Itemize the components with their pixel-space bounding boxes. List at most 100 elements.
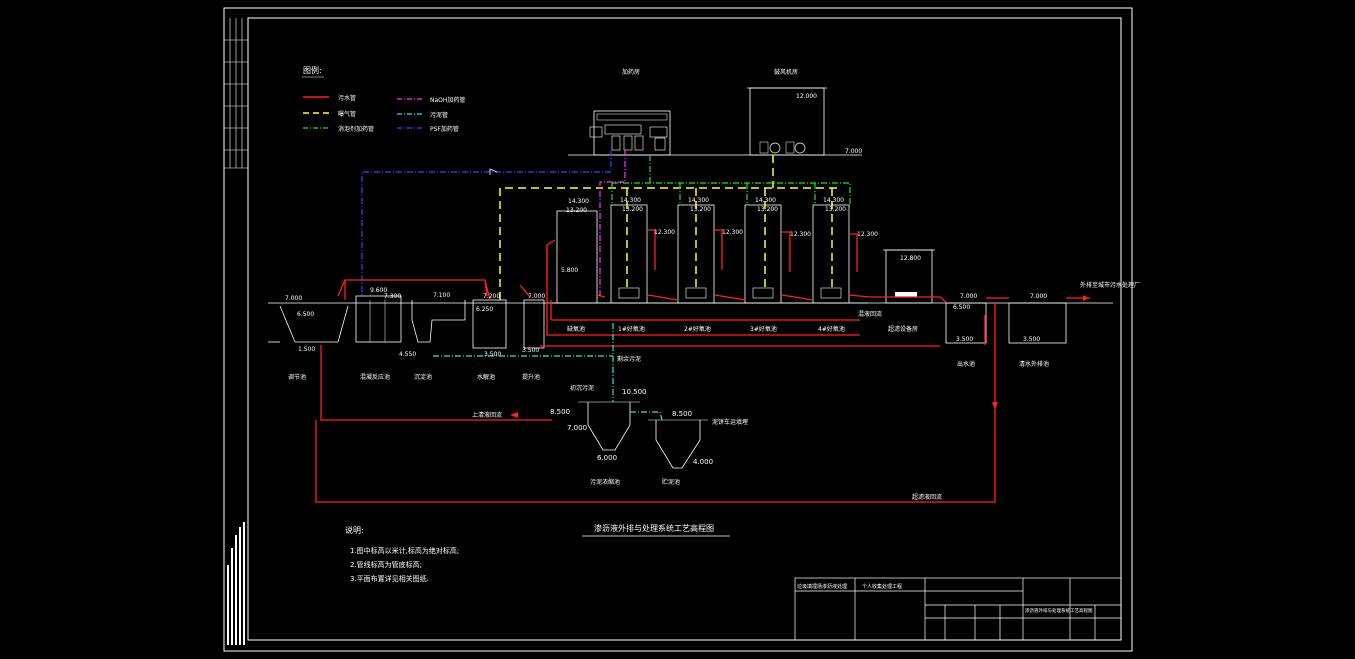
label-anoxic: 缺氧池 xyxy=(567,325,585,333)
label-sludge-storage: 贮泥池 xyxy=(662,478,680,486)
dosing-room-label: 加药房 xyxy=(622,68,640,76)
elevation-labels: 7.000 6.500 1.500 9.600 7.300 7.100 4.55… xyxy=(285,197,1047,466)
title-block-project: 个人收集处理工程 xyxy=(862,583,902,590)
sheet-outer-border xyxy=(223,7,1133,652)
label-aerobic-3: 3#好氧池 xyxy=(750,325,777,333)
sludge-storage-outline xyxy=(655,420,701,469)
elev-anoxic-water: 13.200 xyxy=(566,207,587,214)
elev-thickener-water: 8.500 xyxy=(550,408,570,416)
label-sed-pool: 沉淀池 xyxy=(414,373,432,381)
legend-heading: 图例: xyxy=(303,65,322,75)
label-outlet-pool: 出水池 xyxy=(957,360,975,368)
notes-heading: 说明: xyxy=(345,525,364,535)
uf-unit xyxy=(895,292,917,297)
elev-sed: 7.100 xyxy=(433,292,450,299)
label-aerobic-2: 2#好氧池 xyxy=(684,325,711,333)
title-block-company: 垃圾填埋场渗沥液处理 xyxy=(797,583,847,590)
elev-outlet-water: 6.500 xyxy=(953,304,970,311)
legend: 图例: 污水管 曝气管 消泡剂加药管 NaOH加药管 污泥管 PSF加药管 xyxy=(302,65,465,133)
elev-a3-top: 14.300 xyxy=(755,197,776,204)
elev-regulating-water: 6.500 xyxy=(297,311,314,318)
blower-2-icon xyxy=(794,142,806,154)
elev-a3-inner: 12.300 xyxy=(790,231,811,238)
scale-bars xyxy=(227,522,245,645)
blower-room-elevation: 12.000 xyxy=(796,93,817,100)
sed-pool-outline xyxy=(411,300,466,343)
elev-a4-water: 13.200 xyxy=(825,206,846,213)
elev-outlet-bottom: 3.500 xyxy=(956,336,973,343)
title-block xyxy=(794,577,1122,641)
legend-label-sludge: 污泥管 xyxy=(430,111,448,119)
elev-hydro-bottom: 3.500 xyxy=(484,351,501,358)
sheet-inner-border xyxy=(247,17,1122,641)
legend-label-psf: PSF加药管 xyxy=(430,125,459,133)
dosing-room: 加药房 xyxy=(589,68,671,156)
elev-anoxic-top: 14.300 xyxy=(568,198,589,205)
regulating-pool xyxy=(268,305,349,343)
elev-uf-room: 12.800 xyxy=(900,255,921,262)
elev-storage-bottom: 4.000 xyxy=(693,458,713,466)
elev-a2-inner: 12.300 xyxy=(722,229,743,236)
diagram-title: 渗沥液外排与处理系统工艺高程图 xyxy=(594,523,714,533)
elev-a1-top: 14.300 xyxy=(620,197,641,204)
elev-hydro: 7.200 xyxy=(483,293,500,300)
clean-pool-outline xyxy=(1008,302,1067,344)
annotation-sludge-reflux: 剩余污泥 xyxy=(617,355,641,363)
blower-1-icon xyxy=(769,142,781,154)
coag-pool-outline xyxy=(355,295,402,343)
legend-label-defoamer: 消泡剂加药管 xyxy=(338,125,374,133)
label-thickener: 污泥浓缩池 xyxy=(590,478,620,486)
elev-a2-top: 14.300 xyxy=(688,197,709,204)
label-uf-room: 超滤设备房 xyxy=(888,325,918,333)
annotations: 剩余污泥 初沉污泥 上清液回流 泥饼车运填埋 混液回流 超滤液回流 外排至城市污… xyxy=(472,281,1140,501)
elev-anoxic-mid: 5.800 xyxy=(561,267,578,274)
upper-ground-elevation: 7.000 xyxy=(845,148,862,155)
defoamer-pipes xyxy=(611,155,851,205)
note-line-1: 1.图中标高以米计,标高为绝对标高; xyxy=(350,546,459,555)
aeration-pipes xyxy=(499,155,842,300)
label-aerobic-4: 4#好氧池 xyxy=(818,325,845,333)
left-revision-strip xyxy=(224,18,248,169)
elev-lift: 7.000 xyxy=(528,293,545,300)
psf-pipe xyxy=(361,150,612,296)
label-regulating-pool: 调节池 xyxy=(288,373,306,381)
note-line-2: 2.管线标高为管底标高; xyxy=(350,560,422,569)
annotation-uf-return: 超滤液回流 xyxy=(912,493,942,501)
elev-thickener-top: 7.000 xyxy=(567,424,587,432)
outlet-pool-outline xyxy=(945,302,987,344)
elev-a1-inner: 12.300 xyxy=(654,229,675,236)
label-hydro-pool: 水解池 xyxy=(477,373,495,381)
unit-labels: 调节池 混凝反应池 沉淀池 水解池 提升池 缺氧池 1#好氧池 2#好氧池 3#… xyxy=(288,325,1049,486)
annotation-reflux: 混液回流 xyxy=(858,310,882,318)
elev-sludge-pipe: 10.500 xyxy=(622,388,647,396)
elev-regulating-top: 7.000 xyxy=(285,295,302,302)
elev-storage-water: 8.500 xyxy=(672,410,692,418)
notes: 说明: 1.图中标高以米计,标高为绝对标高; 2.管线标高为管底标高; 3.平面… xyxy=(345,525,459,583)
elev-coag-b: 7.300 xyxy=(384,293,401,300)
title-block-drawing: 渗沥液外排与处理系统工艺高程图 xyxy=(1025,607,1093,614)
elev-a1-water: 13.200 xyxy=(622,206,643,213)
elev-coag-a: 9.600 xyxy=(370,287,387,294)
elev-sed-bottom: 4.550 xyxy=(399,351,416,358)
elev-lift-bottom: 3.500 xyxy=(522,347,539,354)
legend-label-aeration: 曝气管 xyxy=(338,110,356,118)
elev-a4-top: 14.300 xyxy=(823,197,844,204)
elev-outlet-top: 7.000 xyxy=(960,293,977,300)
label-lift-pool: 提升池 xyxy=(522,373,540,381)
naoh-pipe xyxy=(599,150,626,298)
elev-a3-water: 13.200 xyxy=(757,206,778,213)
annotation-to-compaction: 泥饼车运填埋 xyxy=(712,418,748,426)
note-line-3: 3.平面布置详见相关图纸. xyxy=(350,574,429,583)
elev-regulating-bottom: 1.500 xyxy=(298,346,315,353)
elev-a2-water: 13.200 xyxy=(690,206,711,213)
label-clean-pool: 清水外排池 xyxy=(1019,360,1049,368)
elev-clean-bottom: 3.500 xyxy=(1023,336,1040,343)
legend-label-naoh: NaOH加药管 xyxy=(430,96,465,104)
elev-a4-inner: 12.300 xyxy=(857,231,878,238)
annotation-supernatant: 上清液回流 xyxy=(472,411,502,419)
sludge-pipes xyxy=(433,323,663,421)
legend-label-sewage: 污水管 xyxy=(338,94,356,102)
label-coag-pool: 混凝反应池 xyxy=(360,373,390,381)
